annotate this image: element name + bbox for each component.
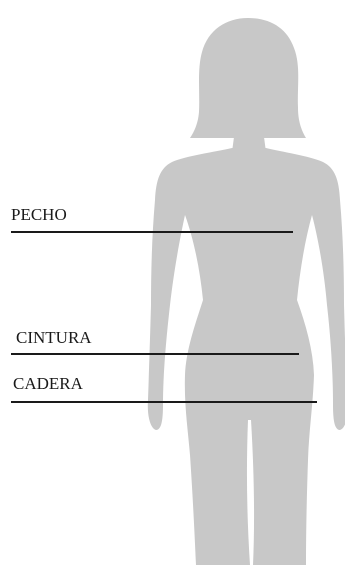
hip-label: CADERA bbox=[13, 375, 83, 392]
female-silhouette bbox=[148, 18, 345, 565]
waist-label: CINTURA bbox=[16, 329, 92, 346]
neck-shape bbox=[232, 122, 266, 152]
head-hair-shape bbox=[190, 18, 306, 138]
chest-label: PECHO bbox=[11, 206, 67, 223]
torso-arms-shape bbox=[148, 148, 345, 565]
